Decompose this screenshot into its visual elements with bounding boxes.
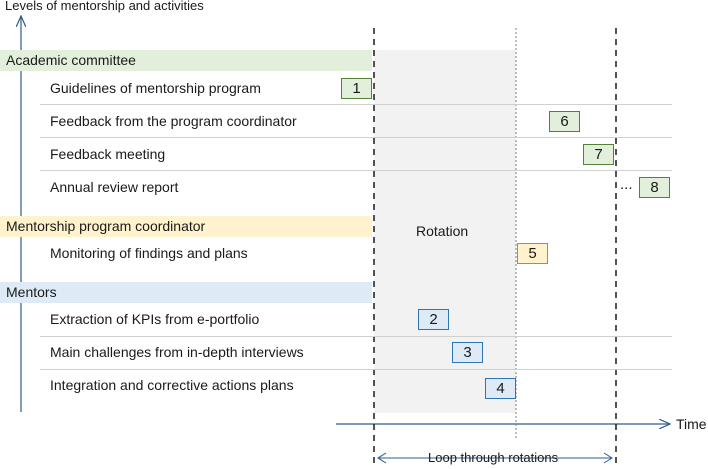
rotation-area xyxy=(374,50,516,413)
step-badge-5: 5 xyxy=(517,243,548,264)
group-mentors: Mentors xyxy=(0,282,372,303)
activity-kpi-extraction: Extraction of KPIs from e-portfolio xyxy=(50,311,260,327)
activity-monitoring: Monitoring of findings and plans xyxy=(50,245,248,261)
time-axis-label: Time xyxy=(676,416,707,432)
step-badge-7: 7 xyxy=(583,144,614,165)
activity-challenges: Main challenges from in-depth interviews xyxy=(50,344,304,360)
continuation-ellipsis: ... xyxy=(620,176,633,193)
row-divider xyxy=(40,137,672,138)
step-badge-1: 1 xyxy=(341,78,372,99)
step-badge-2: 2 xyxy=(418,309,449,330)
activity-guidelines: Guidelines of mentorship program xyxy=(50,80,261,96)
group-academic-committee: Academic committee xyxy=(0,50,372,71)
activity-integration: Integration and corrective actions plans xyxy=(50,377,294,393)
row-divider xyxy=(40,104,672,105)
activity-annual-review: Annual review report xyxy=(50,179,179,195)
row-divider xyxy=(40,369,672,370)
y-axis-label: Levels of mentorship and activities xyxy=(5,0,204,13)
row-divider xyxy=(40,170,672,171)
step-badge-3: 3 xyxy=(452,342,483,363)
step-badge-6: 6 xyxy=(549,111,580,132)
activity-feedback-meeting: Feedback meeting xyxy=(50,146,166,162)
row-divider xyxy=(40,336,672,337)
step-badge-4: 4 xyxy=(485,378,516,399)
step-badge-8: 8 xyxy=(639,177,670,198)
loop-label: Loop through rotations xyxy=(428,450,559,465)
activity-feedback-coordinator: Feedback from the program coordinator xyxy=(50,113,297,129)
rotation-label: Rotation xyxy=(416,223,469,239)
group-program-coordinator: Mentorship program coordinator xyxy=(0,216,372,237)
